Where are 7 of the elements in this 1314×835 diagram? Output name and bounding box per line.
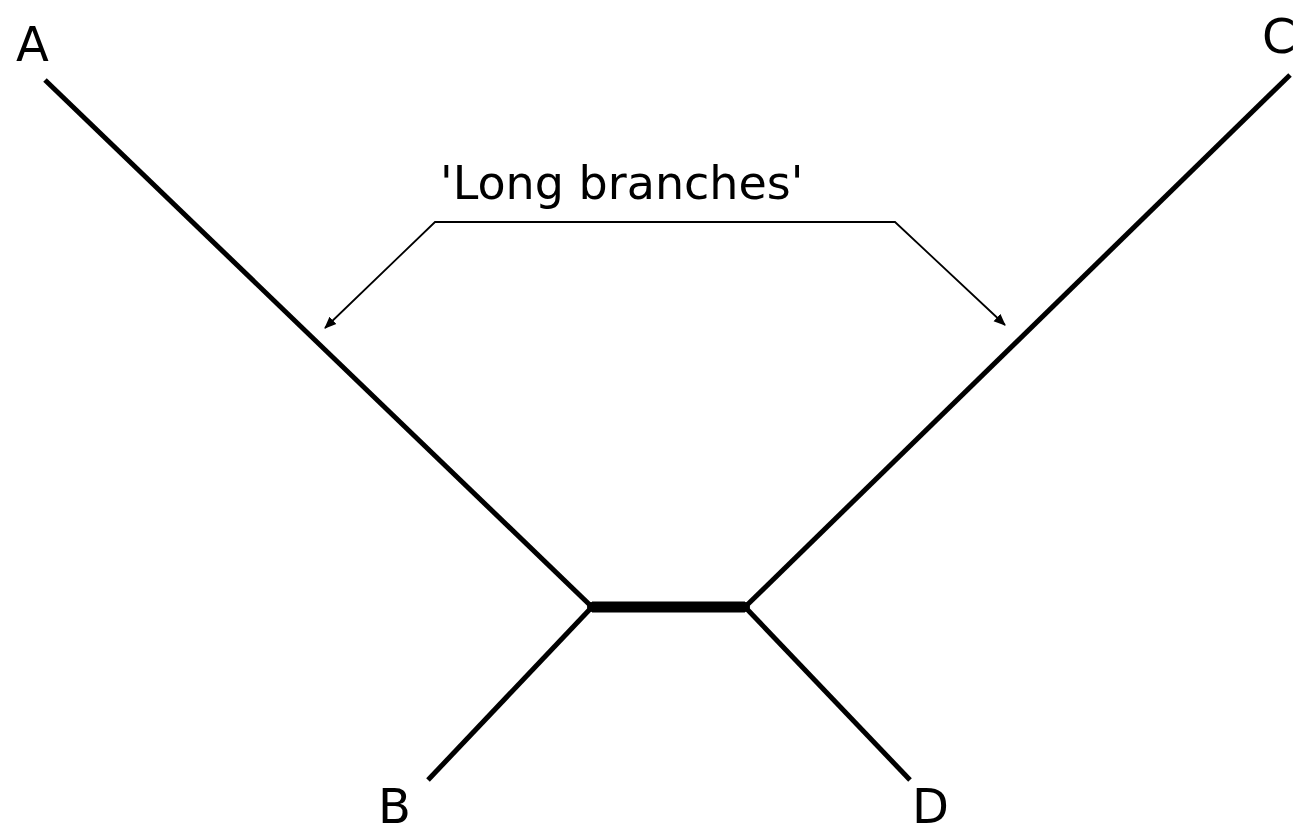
taxon-label: A: [16, 20, 49, 68]
taxon-label: D: [912, 782, 949, 830]
taxon-label: C: [1262, 12, 1296, 60]
tree-branch: [592, 601, 745, 613]
leader-line: [664, 221, 1006, 326]
taxon-label: B: [378, 782, 411, 830]
leader-line: [324, 221, 666, 329]
